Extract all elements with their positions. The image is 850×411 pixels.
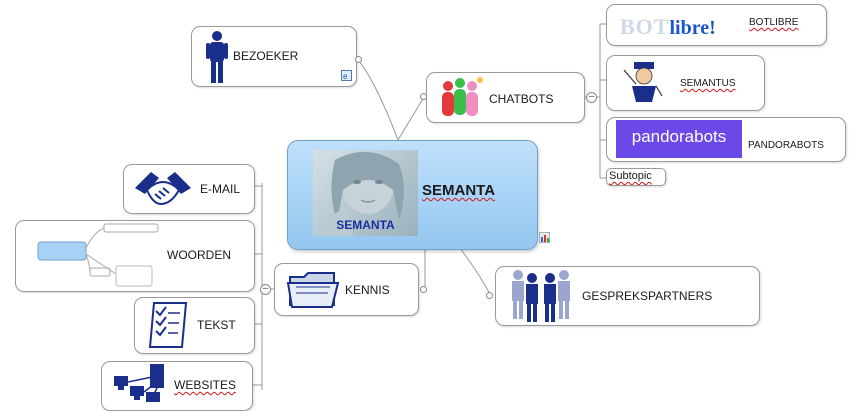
chart-icon[interactable] <box>538 230 551 244</box>
topic-semantus[interactable] <box>606 55 765 111</box>
topic-subtopic[interactable] <box>606 168 666 186</box>
topic-woorden-label: WOORDEN <box>167 248 231 262</box>
topic-email-label: E-MAIL <box>200 182 241 196</box>
connector-dot <box>420 93 427 100</box>
handshake-icon <box>135 172 191 206</box>
topic-botlibre[interactable] <box>606 4 827 46</box>
svg-text:e: e <box>343 72 348 81</box>
pandorabots-logo: pandorabots <box>616 120 742 158</box>
topic-botlibre-label: BOTLIBRE <box>749 17 799 28</box>
cartoon-character-icon <box>623 62 663 102</box>
central-topic-title: SEMANTA <box>422 182 496 199</box>
topic-gesprekspartners-label: GESPREKSPARTNERS <box>582 289 713 303</box>
people-group-icon <box>442 77 483 116</box>
woman-face-illustration <box>323 151 404 236</box>
photo-of-woman-icon: SEMANTA <box>313 150 418 236</box>
person-icon <box>206 31 228 83</box>
topic-websites-label: WEBSITES <box>174 378 237 392</box>
group-of-people-icon <box>512 270 570 322</box>
topic-kennis-label: KENNIS <box>345 283 390 297</box>
folder-icon <box>286 272 340 308</box>
topic-bezoeker-label: BEZOEKER <box>233 49 299 63</box>
topic-gesprekspartners[interactable] <box>495 266 760 326</box>
connector-dot <box>486 292 493 299</box>
checklist-icon <box>148 302 188 348</box>
topic-tekst-label: TEKST <box>197 318 236 332</box>
photo-caption: SEMANTA <box>336 218 395 232</box>
connector-dot <box>355 56 362 63</box>
topic-pandorabots-label: PANDORABOTS <box>748 140 824 151</box>
topic-semantus-label: SEMANTUS <box>680 78 736 89</box>
botlibre-logo: BOTlibre! <box>620 14 716 39</box>
connector-dot <box>420 286 427 293</box>
topic-chatbots-label: CHATBOTS <box>489 92 554 106</box>
note-icon[interactable]: e <box>341 68 352 81</box>
topic-subtopic-label: Subtopic <box>609 170 652 182</box>
network-computers-icon <box>114 364 164 402</box>
collapse-toggle-kennis[interactable]: – <box>260 284 271 295</box>
mind-map-thumbnail-icon <box>37 223 159 287</box>
collapse-toggle-chatbots[interactable]: – <box>586 92 597 103</box>
